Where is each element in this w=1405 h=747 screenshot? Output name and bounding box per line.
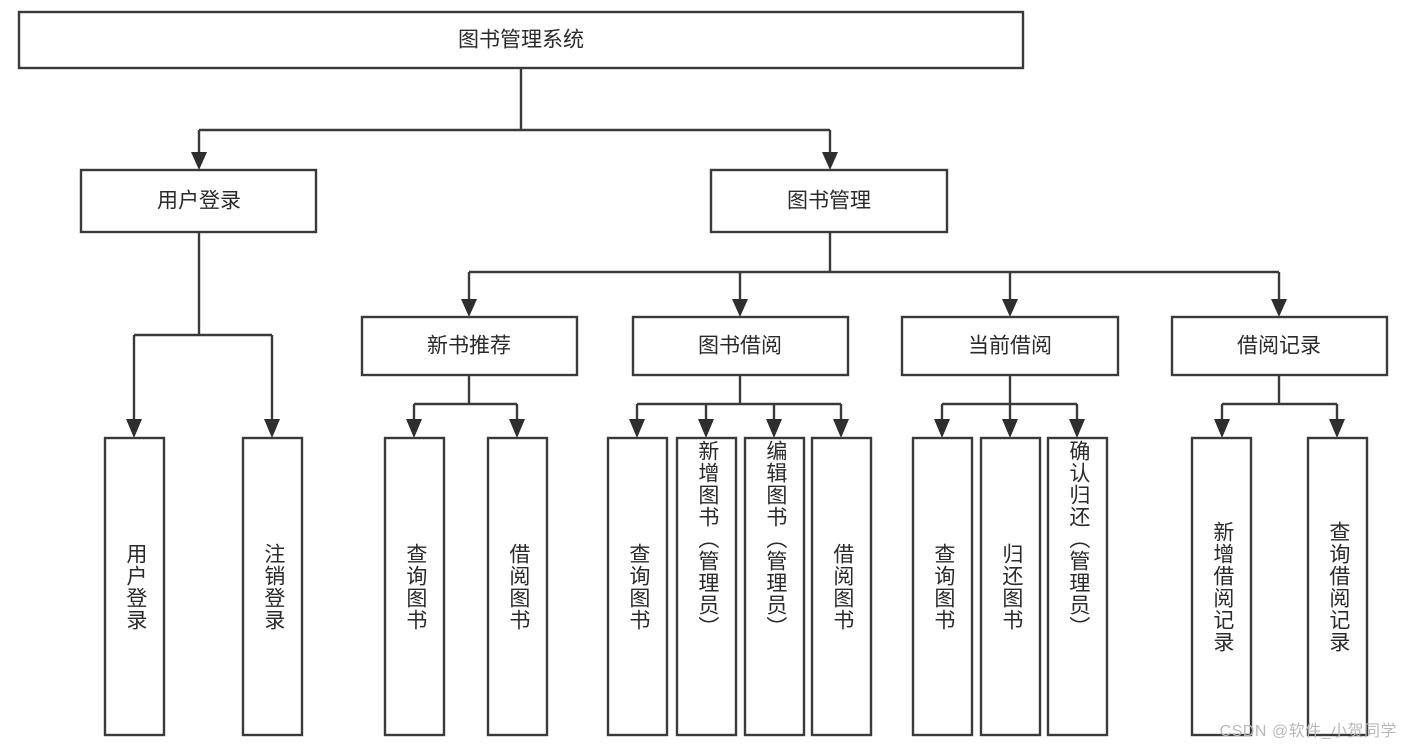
- node-borrow-record-box[interactable]: [1170, 315, 1389, 377]
- leaf-box-user-login-0[interactable]: [103, 436, 166, 737]
- arrowhead-book-borrow-leaf-0: [629, 419, 645, 438]
- node-user-login-box[interactable]: [79, 168, 318, 234]
- arrowhead-borrow-record-leaf-0: [1214, 419, 1230, 438]
- node-book-borrow-box[interactable]: [631, 315, 850, 377]
- leaf-box-borrow-record-0[interactable]: [1190, 436, 1253, 737]
- node-borrow-record-label: 借阅记录: [1237, 335, 1321, 358]
- node-book-manage-label: 图书管理: [787, 190, 871, 213]
- arrowhead-book-borrow-leaf-3: [833, 419, 849, 438]
- leaf-box-new-book-1[interactable]: [486, 436, 549, 737]
- leaf-box-new-book-0[interactable]: [383, 436, 446, 737]
- arrowhead-borrow-record: [1271, 299, 1287, 317]
- leaf-box-book-borrow-3[interactable]: [810, 436, 873, 737]
- leaf-box-book-borrow-1[interactable]: [675, 436, 738, 737]
- arrowhead-current-borrow-leaf-0: [934, 419, 950, 438]
- arrowhead-new-book-leaf-0: [406, 419, 422, 438]
- leaf-box-current-borrow-2[interactable]: [1046, 436, 1109, 737]
- node-current-borrow-label: 当前借阅: [968, 335, 1052, 358]
- node-current-borrow-box[interactable]: [900, 315, 1120, 377]
- arrowhead-current-borrow-leaf-2: [1069, 419, 1085, 438]
- node-new-book-label: 新书推荐: [427, 335, 511, 358]
- arrowhead-current-borrow: [1002, 299, 1018, 317]
- node-box-group: [17, 10, 1389, 737]
- arrowhead-book-manage: [822, 152, 838, 170]
- leaf-box-user-login-1[interactable]: [241, 436, 304, 737]
- arrowhead-current-borrow-leaf-1: [1002, 419, 1018, 438]
- leaf-box-borrow-record-1[interactable]: [1306, 436, 1369, 737]
- arrowhead-user-login-leaf-0: [126, 419, 142, 438]
- leaf-box-book-borrow-2[interactable]: [743, 436, 806, 737]
- csdn-watermark: CSDN @软件_小贺同学: [1219, 723, 1397, 740]
- arrowhead-user-login-leaf-1: [264, 419, 280, 438]
- connector-group: [132, 68, 1339, 421]
- leaf-box-book-borrow-0[interactable]: [606, 436, 669, 737]
- arrowhead-new-book: [461, 299, 477, 317]
- node-book-borrow-label: 图书借阅: [698, 335, 782, 358]
- arrowhead-group: [126, 152, 1345, 438]
- leaf-box-current-borrow-1[interactable]: [979, 436, 1042, 737]
- arrowhead-user-login: [191, 152, 207, 170]
- node-label-group: 图书管理系统 用户登录 图书管理 新书推荐 图书借阅 当前借阅 借阅记录: [157, 29, 1321, 358]
- arrowhead-new-book-leaf-1: [509, 419, 525, 438]
- arrowhead-book-borrow-leaf-1: [698, 419, 714, 438]
- arrowhead-borrow-record-leaf-1: [1329, 419, 1345, 438]
- node-root-label: 图书管理系统: [458, 29, 584, 52]
- node-book-manage-box[interactable]: [709, 168, 949, 234]
- node-new-book-box[interactable]: [360, 315, 579, 377]
- node-user-login-label: 用户登录: [157, 190, 241, 213]
- leaf-box-current-borrow-0[interactable]: [911, 436, 974, 737]
- arrowhead-book-borrow-leaf-2: [766, 419, 782, 438]
- arrowhead-book-borrow: [732, 299, 748, 317]
- node-root-box[interactable]: [17, 10, 1025, 70]
